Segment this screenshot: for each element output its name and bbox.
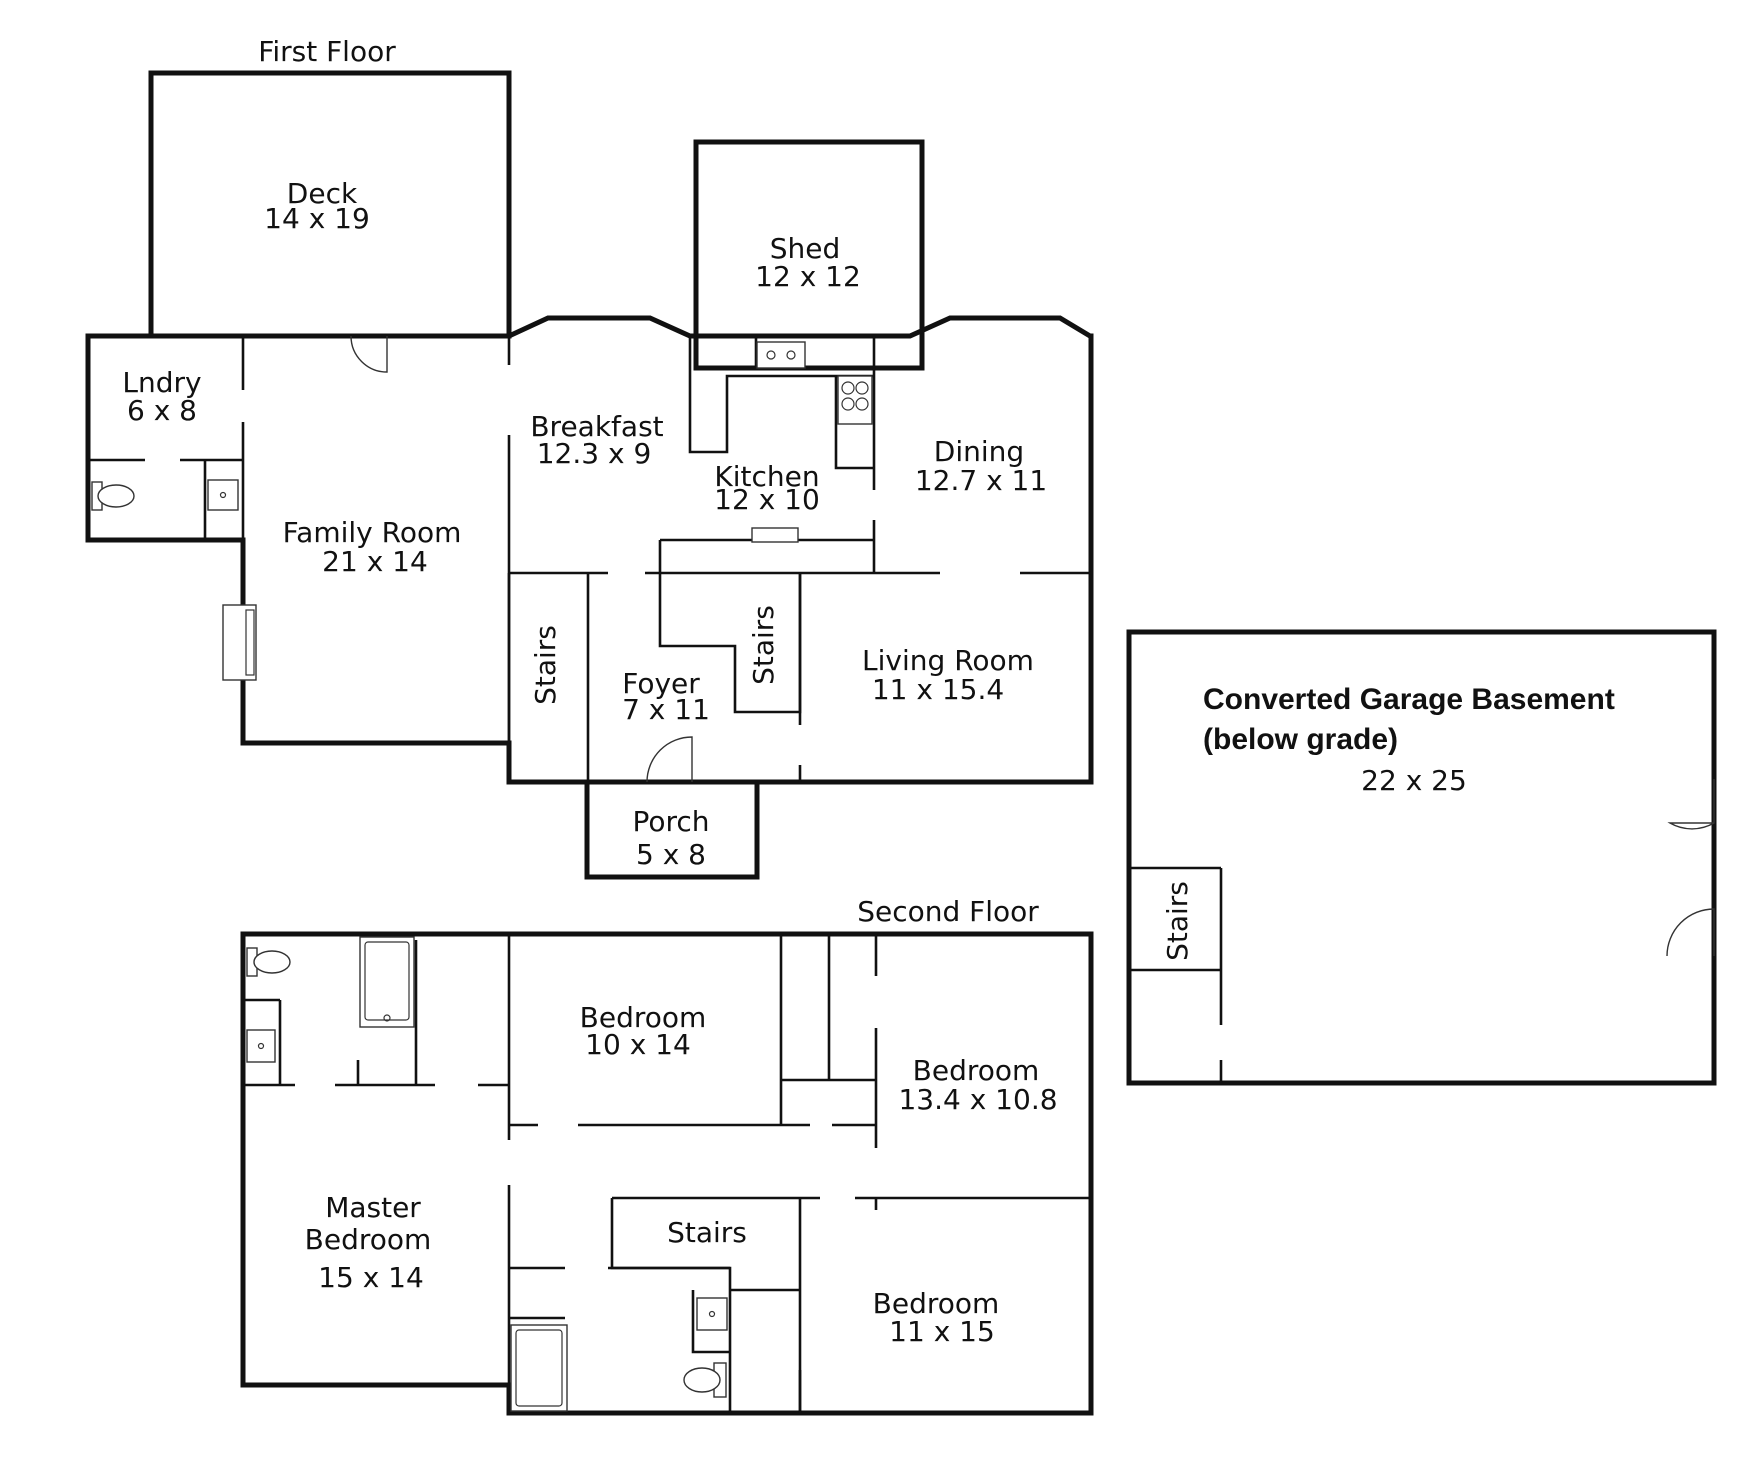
- stairs-label-4: Stairs: [667, 1216, 747, 1249]
- stairs-label-2: Stairs: [747, 605, 780, 685]
- bedroom-2-dim: 13.4 x 10.8: [898, 1083, 1057, 1116]
- shed-dim: 12 x 12: [755, 260, 861, 293]
- master-bedroom-dim: 15 x 14: [318, 1261, 424, 1294]
- stairs-label-3: Stairs: [1161, 881, 1194, 961]
- dining-dim: 12.7 x 11: [915, 464, 1047, 497]
- sink-icon: [696, 1297, 728, 1331]
- breakfast-label: Breakfast: [530, 410, 663, 443]
- first-floor-doors: [350, 335, 693, 783]
- living-room-dim: 11 x 15.4: [872, 673, 1004, 706]
- bedroom-3-label: Bedroom: [873, 1287, 1000, 1320]
- toilet-icon: [91, 481, 135, 511]
- garage-outline: [1126, 629, 1717, 1086]
- toilet-icon: [246, 947, 291, 977]
- garage-interior: [1129, 779, 1715, 1083]
- deck-label: Deck: [287, 177, 358, 210]
- deck-outline: [148, 70, 512, 339]
- porch-outline: [584, 779, 760, 880]
- sink-icon: [207, 479, 239, 511]
- laundry-label: Lndry: [122, 366, 201, 399]
- kitchen-appliance-icon: [751, 527, 799, 543]
- living-room-label: Living Room: [862, 644, 1034, 677]
- fireplace-icon: [222, 604, 257, 681]
- laundry-dim: 6 x 8: [127, 394, 197, 427]
- first-floor-outline: [85, 315, 1094, 785]
- stairs-label-1: Stairs: [529, 625, 562, 705]
- bedroom-2-label: Bedroom: [913, 1054, 1040, 1087]
- bedroom-3-dim: 11 x 15: [889, 1315, 995, 1348]
- porch-dim: 5 x 8: [636, 838, 706, 871]
- master-bedroom-label-1: Master: [325, 1191, 421, 1224]
- foyer-label: Foyer: [622, 667, 700, 700]
- second-floor-title: Second Floor: [857, 895, 1039, 928]
- front-door: [646, 736, 693, 783]
- family-room-dim: 21 x 14: [322, 545, 428, 578]
- first-floor-title: First Floor: [258, 35, 396, 68]
- kitchen-label: Kitchen: [714, 460, 819, 493]
- shed-outline: [693, 139, 925, 371]
- garage-dim: 22 x 25: [1361, 764, 1467, 797]
- shed-label: Shed: [770, 232, 841, 265]
- bathtub-icon: [510, 1324, 568, 1412]
- foyer-dim: 7 x 11: [622, 693, 710, 726]
- breakfast-dim: 12.3 x 9: [537, 437, 652, 470]
- bedroom-1-label: Bedroom: [580, 1001, 707, 1034]
- garage-sublabel: (below grade): [1203, 723, 1398, 756]
- porch-label: Porch: [632, 805, 709, 838]
- bedroom-1-dim: 10 x 14: [585, 1028, 691, 1061]
- kitchen-sink-icon: [756, 341, 806, 369]
- master-bedroom-label-2: Bedroom: [305, 1223, 432, 1256]
- second-floor-fixtures: [246, 936, 728, 1412]
- kitchen-dim: 12 x 10: [714, 483, 820, 516]
- first-floor-fixtures: [91, 341, 873, 681]
- deck-door: [350, 335, 388, 373]
- garage-door-2: [1666, 908, 1715, 957]
- toilet-icon: [683, 1362, 727, 1398]
- family-room-label: Family Room: [283, 516, 462, 549]
- garage-label: Converted Garage Basement: [1203, 683, 1615, 716]
- deck-dim: 14 x 19: [264, 202, 370, 235]
- sink-icon: [246, 1029, 276, 1063]
- bathtub-icon: [359, 936, 415, 1028]
- first-floor-interior-walls: [88, 336, 1091, 782]
- dining-label: Dining: [934, 435, 1024, 468]
- second-floor-interior-walls: [243, 934, 1091, 1413]
- garage-door-1: [1667, 779, 1715, 830]
